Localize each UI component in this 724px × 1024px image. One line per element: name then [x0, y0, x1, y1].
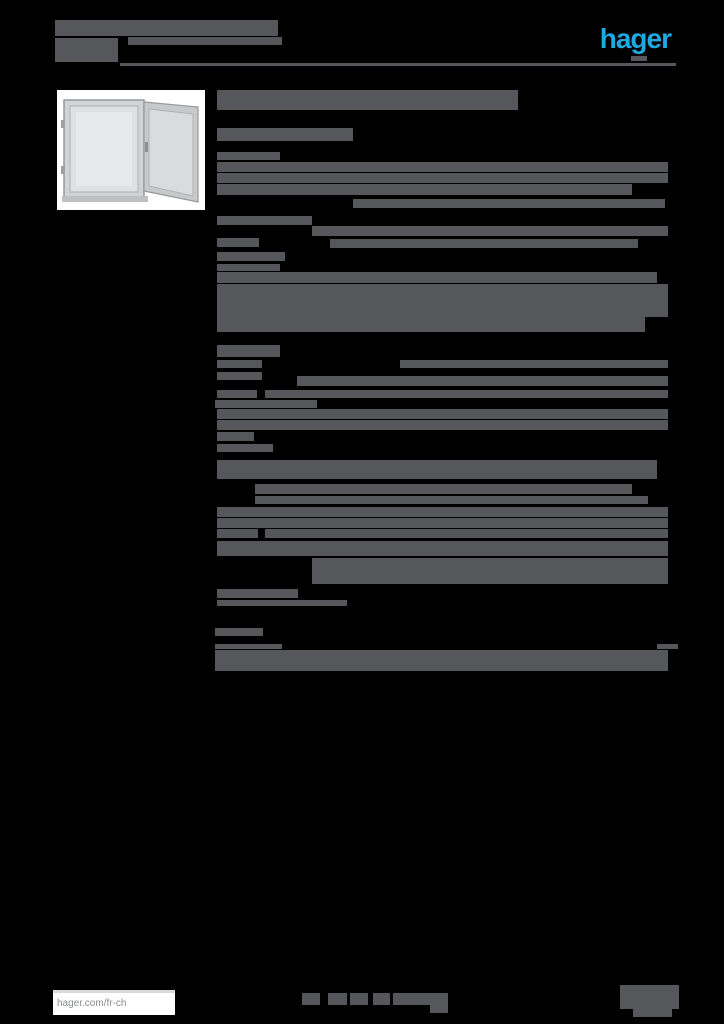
- redacted-text-bar: [217, 162, 668, 172]
- redacted-text-bar: [215, 644, 282, 649]
- redacted-text-bar: [255, 484, 632, 494]
- redacted-text-bar: [55, 38, 118, 62]
- redacted-text-bar: [217, 507, 668, 517]
- redacted-text-bar: [217, 264, 280, 271]
- hager-logo: hager: [599, 23, 672, 54]
- redacted-text-bar: [265, 390, 668, 398]
- redacted-text-bar: [217, 444, 273, 452]
- redacted-text-bar: [217, 518, 668, 528]
- redacted-text-bar: [215, 650, 668, 671]
- footer-icon: [350, 993, 368, 1005]
- redacted-text-bar: [620, 985, 679, 1009]
- redacted-text-bar: [633, 1009, 672, 1017]
- redacted-text-bar: [217, 345, 280, 357]
- redacted-text-bar: [217, 460, 657, 479]
- redacted-text-bar: [217, 90, 518, 110]
- redacted-text-bar: [217, 589, 298, 598]
- redacted-text-bar: [217, 252, 285, 261]
- redacted-text-bar: [217, 600, 347, 606]
- redacted-text-bar: [55, 20, 278, 36]
- footer-icon: [373, 993, 390, 1005]
- redacted-text-bar: [217, 529, 258, 538]
- redacted-text-bar: [297, 376, 668, 386]
- redacted-text-bar: [217, 238, 259, 247]
- redacted-text-bar: [400, 360, 668, 368]
- redacted-text-bar: [215, 628, 263, 636]
- redacted-text-bar: [217, 420, 668, 430]
- footer-icon: [302, 993, 320, 1005]
- redacted-text-bar: [312, 558, 668, 584]
- footer-icon: [328, 993, 347, 1005]
- redacted-text-bar: [657, 644, 678, 649]
- redacted-text-bar: [128, 37, 282, 45]
- redacted-text-bar: [217, 284, 668, 295]
- redacted-text-bar: [312, 226, 668, 236]
- redacted-text-bar: [215, 400, 317, 408]
- redacted-text-bar: [217, 295, 668, 306]
- redacted-text-bar: [217, 216, 312, 225]
- redacted-text-bar: [217, 372, 262, 380]
- footer-icon: [430, 993, 448, 1013]
- redacted-text-bar: [255, 496, 648, 504]
- footer-url-text: hager.com/fr-ch: [57, 998, 127, 1009]
- redacted-text-bar: [217, 306, 668, 317]
- redacted-text-bar: [217, 390, 257, 398]
- redacted-text-bar: [217, 409, 668, 419]
- redacted-text-bar: [217, 272, 657, 283]
- footer-url-label: hager.com/fr-ch: [53, 993, 175, 1015]
- redacted-text-bar: [217, 541, 668, 556]
- redacted-text-bar: [217, 432, 254, 441]
- footer-icon: [393, 993, 430, 1005]
- redacted-text-bar: [330, 239, 638, 248]
- redacted-text-bar: [217, 152, 280, 160]
- enclosure-product-image: [61, 99, 199, 203]
- redacted-text-bar: [120, 63, 676, 66]
- redacted-text-bar: [217, 360, 262, 368]
- redacted-text-bar: [217, 184, 632, 195]
- redacted-text-bar: [217, 173, 668, 183]
- redacted-text-bar: [217, 128, 353, 141]
- redacted-text-bar: [353, 199, 665, 208]
- redacted-text-bar: [217, 317, 645, 332]
- redacted-text-bar: [265, 529, 668, 538]
- product-image-frame: [57, 90, 205, 210]
